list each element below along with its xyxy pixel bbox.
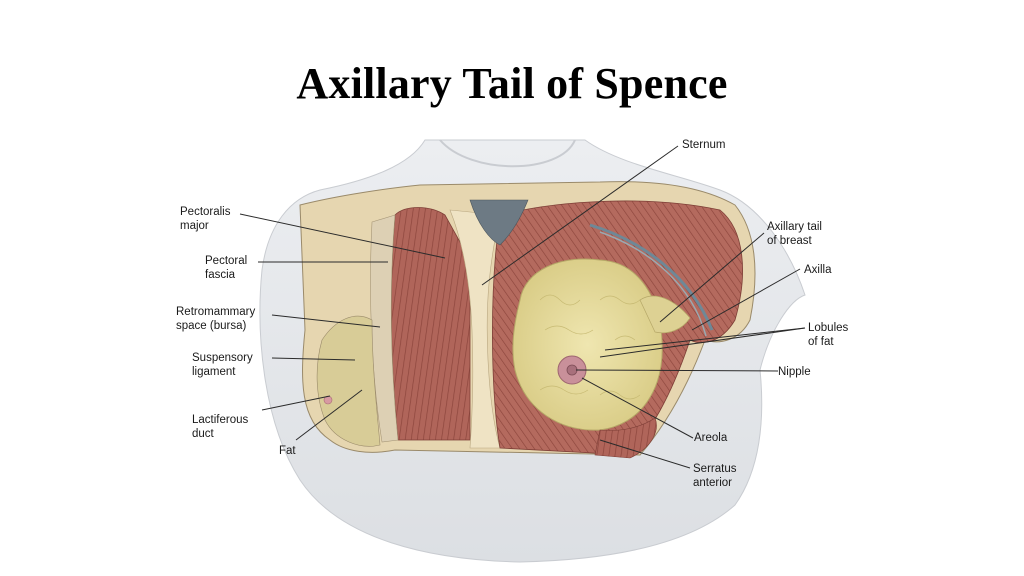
leader-lobules-2 [599, 327, 806, 358]
leader-axilla [691, 268, 801, 331]
pectoralis-major-left [390, 207, 471, 441]
pectoral-fascia-strip [370, 214, 399, 443]
label-sternum: Sternum [682, 139, 725, 151]
serratus-anterior-shape [594, 417, 657, 459]
nipple-shape [566, 364, 578, 376]
leader-lobules-1 [604, 327, 806, 351]
neck-shadow [439, 139, 576, 168]
label-suspensory-ligament: Suspensory ligament [192, 352, 256, 378]
gland-lobules [539, 294, 641, 400]
neck-muscles [469, 199, 529, 246]
leader-lactiferous [261, 395, 331, 411]
label-axilla: Axilla [804, 264, 832, 276]
leader-suspensory [271, 357, 356, 361]
leader-fat [295, 389, 363, 441]
label-pectoral-fascia: Pectoral fascia [205, 255, 250, 281]
leader-sternum [481, 145, 679, 286]
label-retromammary-space: Retromammary space (bursa) [176, 306, 258, 332]
leader-lines [239, 145, 806, 469]
label-nipple: Nipple [778, 366, 811, 378]
label-pectoralis-major: Pectoralis major [180, 206, 234, 232]
leader-areola [581, 377, 694, 439]
leader-nipple [575, 369, 779, 372]
mammary-gland [512, 258, 663, 431]
label-axillary-tail: Axillary tail of breast [767, 221, 825, 247]
leader-axillary-tail [659, 232, 765, 323]
page-title: Axillary Tail of Spence [296, 59, 728, 108]
label-fat: Fat [279, 445, 296, 457]
axillary-tail-tissue [639, 295, 691, 334]
label-areola: Areola [694, 432, 728, 444]
lateral-fat-left [316, 315, 381, 447]
leader-pectoralis-major [239, 213, 446, 259]
leader-serratus [599, 439, 691, 469]
leader-retromammary [271, 314, 381, 328]
label-serratus-anterior: Serratus anterior [693, 463, 740, 489]
axillary-vessel [589, 223, 714, 331]
label-lactiferous-duct: Lactiferous duct [192, 414, 251, 440]
axillary-vessel-2 [599, 231, 707, 337]
label-lobules-of-fat: Lobules of fat [808, 322, 852, 348]
